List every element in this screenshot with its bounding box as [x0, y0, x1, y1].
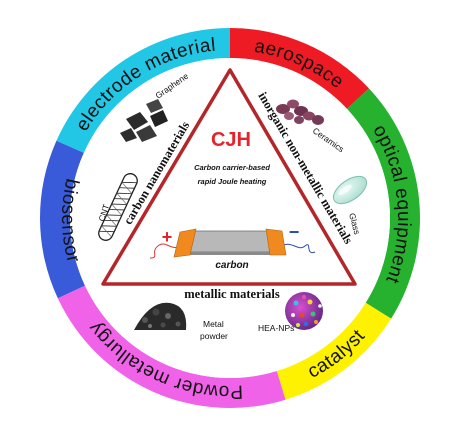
ring-segment-biosensor — [40, 140, 85, 299]
plus-symbol: + — [162, 227, 173, 247]
metal-powder-pile-icon — [134, 302, 187, 330]
ring-segment-optical — [347, 88, 420, 319]
hea-nanoparticle-sphere-icon — [285, 292, 323, 330]
application-ring — [40, 28, 420, 409]
carbon-heater-strip-icon — [149, 228, 316, 259]
central-triangle — [101, 68, 357, 286]
cjh-title: CJH — [211, 129, 251, 151]
category-metallic-materials: metallic materials — [184, 287, 280, 301]
hea-nps-label: HEA-NPs — [258, 323, 294, 333]
carbon-label: carbon — [215, 260, 248, 271]
ring-segment-powder — [57, 285, 286, 409]
metal-powder-label-line1: Metal — [203, 319, 224, 329]
minus-symbol: − — [289, 222, 300, 242]
ring-segment-catalyst — [276, 302, 392, 400]
carbon-nanotube-icon — [98, 173, 138, 241]
graphene-flakes-icon — [120, 99, 168, 142]
glass-disc-icon — [332, 175, 368, 205]
ceramic-chunks-icon — [276, 99, 324, 125]
ring-segment-aerospace — [230, 28, 369, 109]
ring-segment-electrode — [56, 28, 231, 153]
cjh-subtitle-line2: rapid Joule heating — [198, 177, 267, 186]
cjh-subtitle-line1: Carbon carrier-based — [194, 163, 270, 172]
metal-powder-label-line2: powder — [200, 331, 228, 341]
